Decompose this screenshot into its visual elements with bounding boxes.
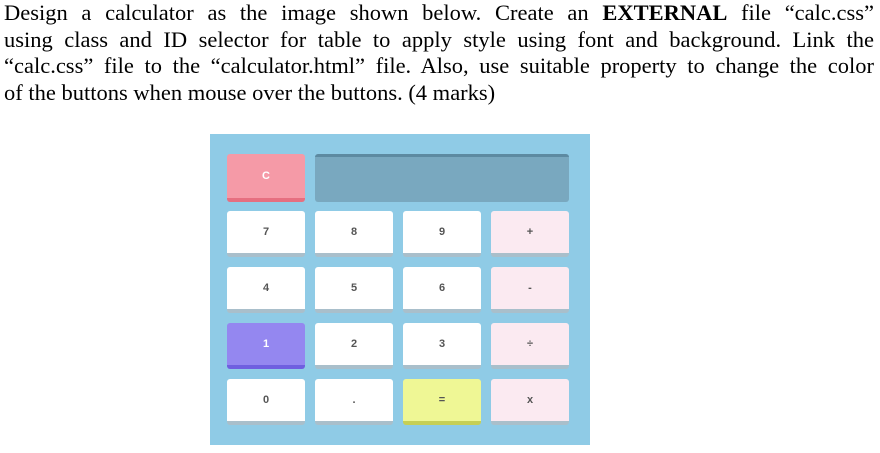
button-7[interactable]: 7 [227, 211, 305, 257]
button-2[interactable]: 2 [315, 323, 393, 369]
button-1[interactable]: 1 [227, 323, 305, 369]
question-text: Design a calculator as the image shown b… [4, 0, 874, 106]
question-line-3: “calc.css” file to the “calculator.html”… [4, 53, 874, 78]
multiply-button[interactable]: x [491, 379, 569, 425]
clear-button[interactable]: C [227, 154, 305, 202]
question-emphasis: EXTERNAL [602, 0, 728, 25]
button-8[interactable]: 8 [315, 211, 393, 257]
calculator-image: C 7 8 9 + 4 5 6 - 1 2 3 ÷ 0 . = x [210, 134, 590, 445]
question-line-1-end: file “calc.css” [727, 0, 874, 25]
question-line-1-text: Design a calculator as the image shown b… [4, 0, 603, 25]
button-0[interactable]: 0 [227, 379, 305, 425]
question-line-1: Design a calculator as the image shown b… [4, 0, 874, 27]
equals-button[interactable]: = [403, 379, 481, 425]
question-line-2: using class and ID selector for table to… [4, 26, 874, 52]
plus-button[interactable]: + [491, 211, 569, 257]
button-6[interactable]: 6 [403, 267, 481, 313]
button-4[interactable]: 4 [227, 267, 305, 313]
dot-button[interactable]: . [315, 379, 393, 425]
divide-button[interactable]: ÷ [491, 323, 569, 369]
button-5[interactable]: 5 [315, 267, 393, 313]
button-9[interactable]: 9 [403, 211, 481, 257]
button-3[interactable]: 3 [403, 323, 481, 369]
question-line-4: of the buttons when mouse over the butto… [4, 79, 496, 105]
minus-button[interactable]: - [491, 267, 569, 313]
calculator-display [315, 154, 569, 202]
